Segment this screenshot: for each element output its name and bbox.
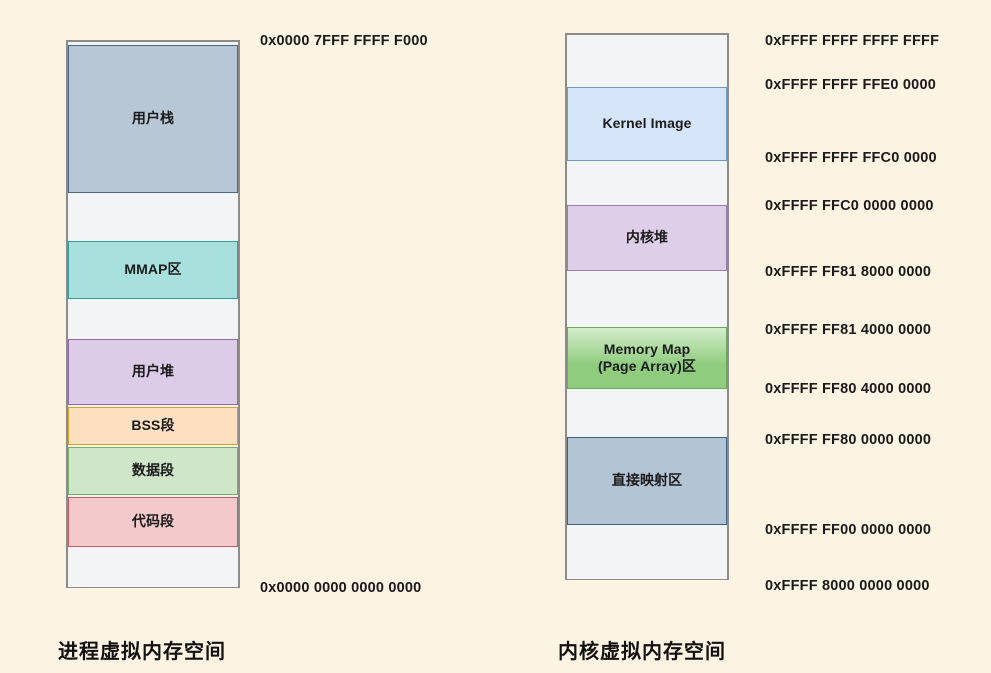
- kernel-virtual-memory-column: Kernel Image 内核堆 Memory Map (Page Array)区直…: [520, 0, 991, 673]
- kernel-memory-map-area-label: Memory Map (Page Array)区: [597, 340, 697, 374]
- kernel-gap-memmap-direct: [567, 389, 727, 437]
- kernel-kaddr-5: 0xFFFF FF81 8000 0000: [765, 264, 932, 280]
- kernel-gap-heap-memmap: [567, 271, 727, 327]
- kernel-kaddr-1: 0xFFFF FFFF FFFF FFFF: [765, 33, 940, 49]
- kernel-memory-map-area: Memory Map (Page Array)区: [567, 327, 727, 389]
- kernel-kaddr-7: 0xFFFF FF80 4000 0000: [765, 381, 932, 397]
- process-memory-container: 用户栈 MMAP区用户堆 BSS段数据段代码段: [66, 40, 240, 588]
- kernel-kernel-heap-label: 内核堆: [625, 229, 669, 246]
- process-data-segment: 数据段: [68, 447, 238, 495]
- process-addr-top: 0x0000 7FFF FFFF F000: [260, 33, 428, 49]
- kernel-kernel-image-label: Kernel Image: [602, 115, 692, 132]
- kernel-kaddr-4: 0xFFFF FFC0 0000 0000: [765, 198, 934, 214]
- kernel-kaddr-3: 0xFFFF FFFF FFC0 0000: [765, 150, 937, 166]
- kernel-direct-mapping-area: 直接映射区: [567, 437, 727, 525]
- process-bss-segment-label: BSS段: [131, 417, 175, 434]
- kernel-memory-container: Kernel Image 内核堆 Memory Map (Page Array)区直…: [565, 33, 729, 580]
- process-mmap-area-label: MMAP区: [124, 261, 182, 278]
- kernel-kernel-gap-bottom: [567, 525, 727, 579]
- kernel-gap-image-heap: [567, 161, 727, 205]
- kernel-space-caption: 内核虚拟内存空间: [558, 641, 726, 663]
- kernel-kernel-image: Kernel Image: [567, 87, 727, 161]
- process-gap-bottom: [68, 547, 238, 587]
- process-user-heap: 用户堆: [68, 339, 238, 405]
- process-bss-segment: BSS段: [68, 407, 238, 445]
- kernel-kaddr-10: 0xFFFF 8000 0000 0000: [765, 578, 930, 594]
- process-addr-bottom: 0x0000 0000 0000 0000: [260, 580, 422, 596]
- kernel-kernel-heap: 内核堆: [567, 205, 727, 271]
- kernel-kaddr-6: 0xFFFF FF81 4000 0000: [765, 322, 932, 338]
- kernel-kaddr-8: 0xFFFF FF80 0000 0000: [765, 432, 932, 448]
- process-code-segment: 代码段: [68, 497, 238, 547]
- process-code-segment-label: 代码段: [131, 513, 175, 530]
- kernel-direct-mapping-area-label: 直接映射区: [611, 472, 683, 489]
- process-virtual-memory-column: 用户栈 MMAP区用户堆 BSS段数据段代码段 0x0000 7FFF FFFF F…: [58, 33, 428, 663]
- kernel-kaddr-9: 0xFFFF FF00 0000 0000: [765, 522, 932, 538]
- process-user-heap-label: 用户堆: [131, 363, 175, 380]
- process-mmap-area: MMAP区: [68, 241, 238, 299]
- kernel-kaddr-2: 0xFFFF FFFF FFE0 0000: [765, 77, 936, 93]
- process-space-caption: 进程虚拟内存空间: [58, 641, 226, 663]
- process-data-segment-label: 数据段: [131, 462, 175, 479]
- process-user-stack-label: 用户栈: [131, 110, 175, 127]
- process-gap-mmap-heap: [68, 299, 238, 339]
- process-gap-stack-mmap: [68, 193, 238, 241]
- kernel-kernel-gap-top: [567, 35, 727, 87]
- process-user-stack: 用户栈: [68, 45, 238, 193]
